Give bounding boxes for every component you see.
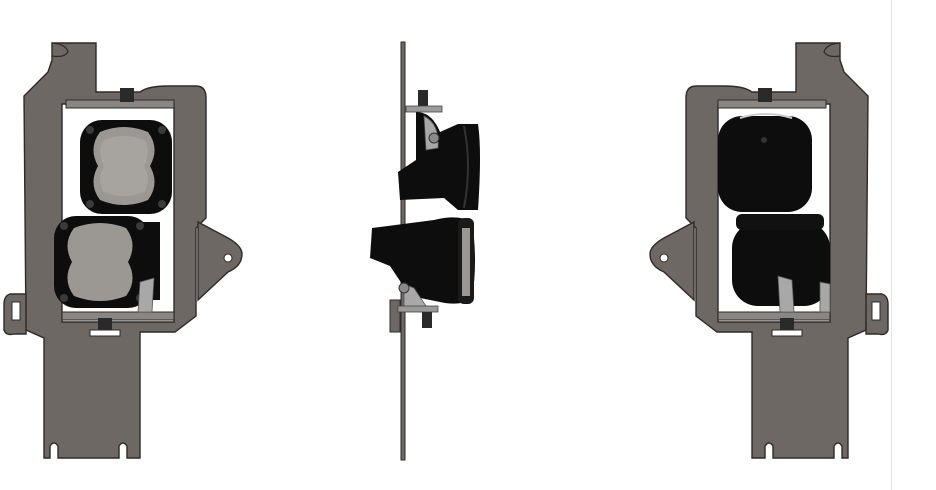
rear-lower-light <box>732 214 831 313</box>
side-view <box>370 41 480 461</box>
front-view <box>3 42 243 459</box>
side-lower-light <box>370 217 475 309</box>
front-upper-light <box>80 120 172 214</box>
side-upper-light <box>398 112 480 210</box>
rear-upper-light <box>718 113 812 212</box>
front-lower-light <box>54 216 160 313</box>
front-side-tab <box>197 220 243 302</box>
rear-view <box>649 42 889 459</box>
rear-side-tab <box>649 220 695 302</box>
right-edge-divider <box>891 0 892 490</box>
